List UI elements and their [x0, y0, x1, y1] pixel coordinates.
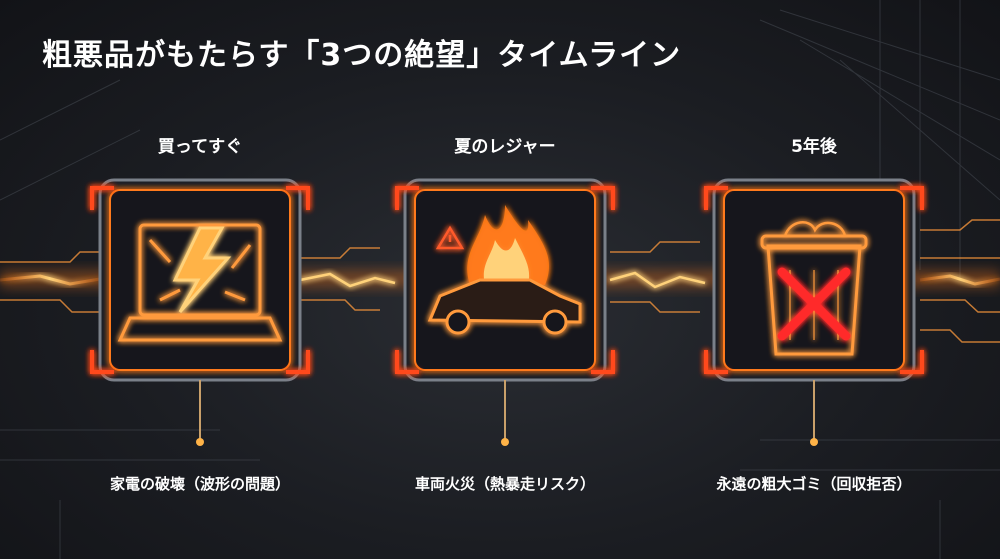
broken-laptop-lightning-icon	[117, 223, 283, 342]
panel-3-bottom-label: 永遠の粗大ゴミ（回収拒否）	[716, 475, 912, 493]
panel-1-top-label: 買ってすぐ	[157, 137, 243, 157]
trash-can-cross-icon	[760, 221, 868, 356]
panel-1-bottom-label: 家電の破壊（波形の問題）	[109, 475, 290, 493]
panel-frame-1	[90, 178, 310, 446]
page-title: 粗悪品がもたらす「3つの絶望」タイムライン	[42, 38, 682, 73]
panel-3-top-label: 5年後	[791, 137, 837, 157]
panel-2-top-label: 夏のレジャー	[454, 137, 556, 157]
panel-2-bottom-label: 車両火災（熱暴走リスク）	[414, 475, 595, 493]
circuit-traces	[0, 219, 1000, 343]
car-fire-warning-icon	[427, 205, 582, 335]
